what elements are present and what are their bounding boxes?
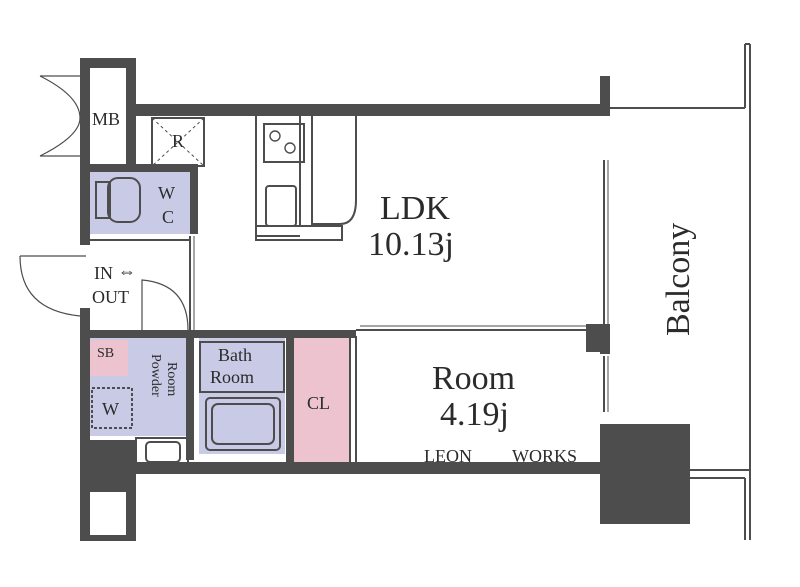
shoe-box-floor — [88, 340, 128, 376]
label-washer: W — [102, 399, 119, 419]
label-room-name: Room — [432, 360, 516, 397]
label-ldk-name: LDK — [380, 190, 450, 227]
label-wc-w: W — [158, 183, 175, 203]
closet-floor — [294, 336, 350, 470]
brand-right: WORKS — [512, 446, 578, 466]
label-bath-1: Bath — [218, 345, 252, 365]
label-wc-c: C — [162, 207, 175, 227]
label-ldk-size: 10.13j — [368, 226, 454, 263]
label-room-size: 4.19j — [440, 396, 509, 433]
label-powder-1: Powder — [148, 354, 163, 397]
label-mb: MB — [92, 109, 121, 129]
label-refrigerator: R — [172, 131, 185, 151]
label-balcony: Balcony — [660, 222, 697, 336]
label-entrance-out: OUT — [92, 287, 129, 307]
brand-left: LEON — [424, 446, 472, 466]
stove-icon — [269, 130, 296, 154]
label-shoe-box: SB — [97, 346, 115, 361]
door-swings — [19, 75, 189, 331]
label-closet: CL — [307, 393, 331, 413]
label-bath-2: Room — [210, 367, 255, 387]
label-entrance-in: IN — [94, 263, 113, 283]
label-powder-2: Room — [164, 362, 179, 397]
partitions — [90, 43, 751, 540]
label-entrance-arrow: ⇔ — [118, 261, 136, 281]
bath-room-floor — [199, 336, 285, 454]
walls — [80, 58, 690, 541]
